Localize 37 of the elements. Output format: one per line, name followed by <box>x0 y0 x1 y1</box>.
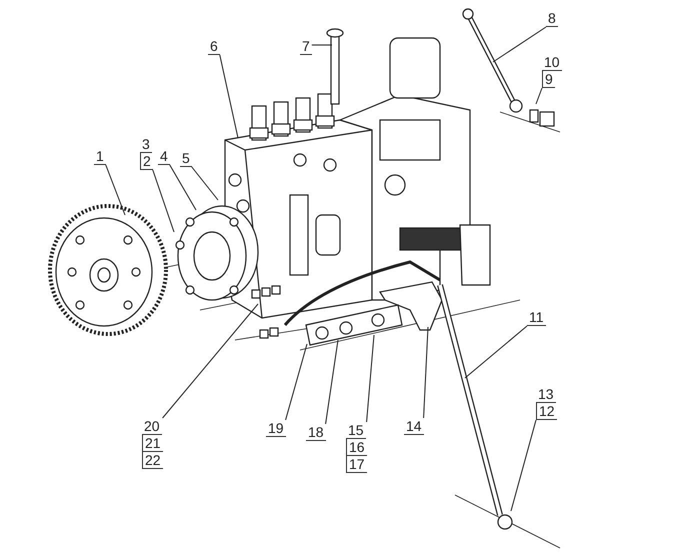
callout-number: 13 <box>536 386 556 403</box>
leader-line <box>536 88 542 104</box>
leader-line <box>169 164 196 210</box>
leader-line <box>325 340 338 424</box>
leader-line <box>219 54 238 138</box>
callout-number: 14 <box>404 418 424 435</box>
callout-number: 22 <box>142 452 163 469</box>
callout-number: 20 <box>142 418 162 435</box>
callout-number: 4 <box>158 148 170 165</box>
callout-number: 16 <box>346 439 367 456</box>
callout-number: 21 <box>142 435 163 452</box>
callout-number: 17 <box>346 456 367 473</box>
callout-number: 1 <box>94 148 106 165</box>
callout-number: 12 <box>536 403 557 420</box>
leader-line <box>152 170 174 232</box>
callout-number: 2 <box>140 153 153 170</box>
leader-line <box>285 344 308 420</box>
callout-number: 8 <box>546 10 558 27</box>
callout-number: 10 <box>542 54 562 71</box>
leader-line <box>105 164 126 216</box>
leader-line <box>162 304 258 418</box>
callout-number: 19 <box>266 420 286 437</box>
callout-number: 9 <box>542 71 555 88</box>
leader-line <box>366 334 374 422</box>
callout-number: 6 <box>208 38 220 55</box>
callout-number: 15 <box>346 422 366 439</box>
callout-number: 7 <box>300 38 312 55</box>
leader-line <box>423 326 428 418</box>
leader-line <box>492 26 546 62</box>
leader-line <box>311 44 332 46</box>
leader-line <box>510 420 536 512</box>
callout-number: 11 <box>527 309 546 326</box>
callout-number: 3 <box>140 136 152 153</box>
callout-number: 18 <box>306 424 326 441</box>
callout-number: 5 <box>180 150 192 167</box>
leader-line <box>464 326 528 378</box>
leader-line <box>191 166 218 200</box>
